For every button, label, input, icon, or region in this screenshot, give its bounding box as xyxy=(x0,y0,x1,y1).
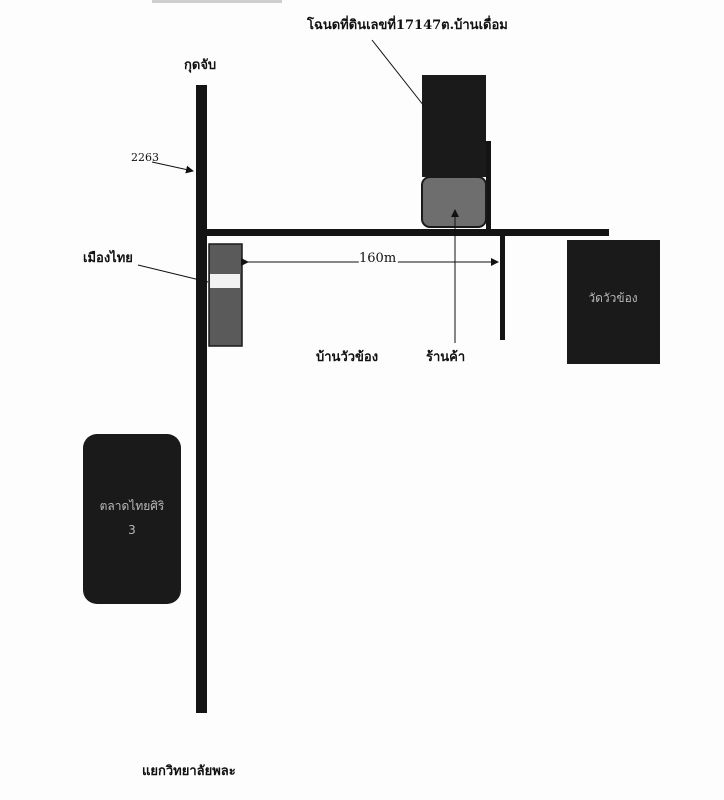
side-road-upper xyxy=(486,141,491,231)
distance-label: 160m xyxy=(359,251,396,266)
north-road-label: กุดจับ xyxy=(184,58,216,73)
muang-thai-label: เมืองไทย xyxy=(83,249,133,266)
muang-thai-marker xyxy=(210,274,240,288)
route-number-label: 2263 xyxy=(131,151,159,164)
market-building xyxy=(83,434,181,604)
top-scan-artifact xyxy=(152,0,282,3)
ban-wua-khong-label: บ้านวัวข้อง xyxy=(316,349,378,365)
market-label-line1: ตลาดไทยศิริ xyxy=(100,499,165,513)
shop-building xyxy=(421,176,487,228)
south-junction-label: แยกวิทยาลัยพละ xyxy=(142,764,236,779)
crossroad-horizontal xyxy=(207,229,609,236)
main-road-vertical xyxy=(196,85,207,713)
title-deed-plot xyxy=(422,75,486,177)
side-road-lower xyxy=(500,236,505,340)
market-label-line2: 3 xyxy=(128,523,136,537)
title-deed-label: โฉนดที่ดินเลขที่17147ต.บ้านเดื่อม xyxy=(306,15,508,33)
muang-thai-building xyxy=(208,243,243,347)
temple-building xyxy=(567,240,660,364)
temple-label: วัดวัวข้อง xyxy=(588,291,637,305)
title-deed-leader-line xyxy=(371,39,425,107)
route-arrow xyxy=(151,161,194,174)
shop-label: ร้านค้า xyxy=(426,349,465,365)
muang-thai-leader-line xyxy=(137,264,209,283)
